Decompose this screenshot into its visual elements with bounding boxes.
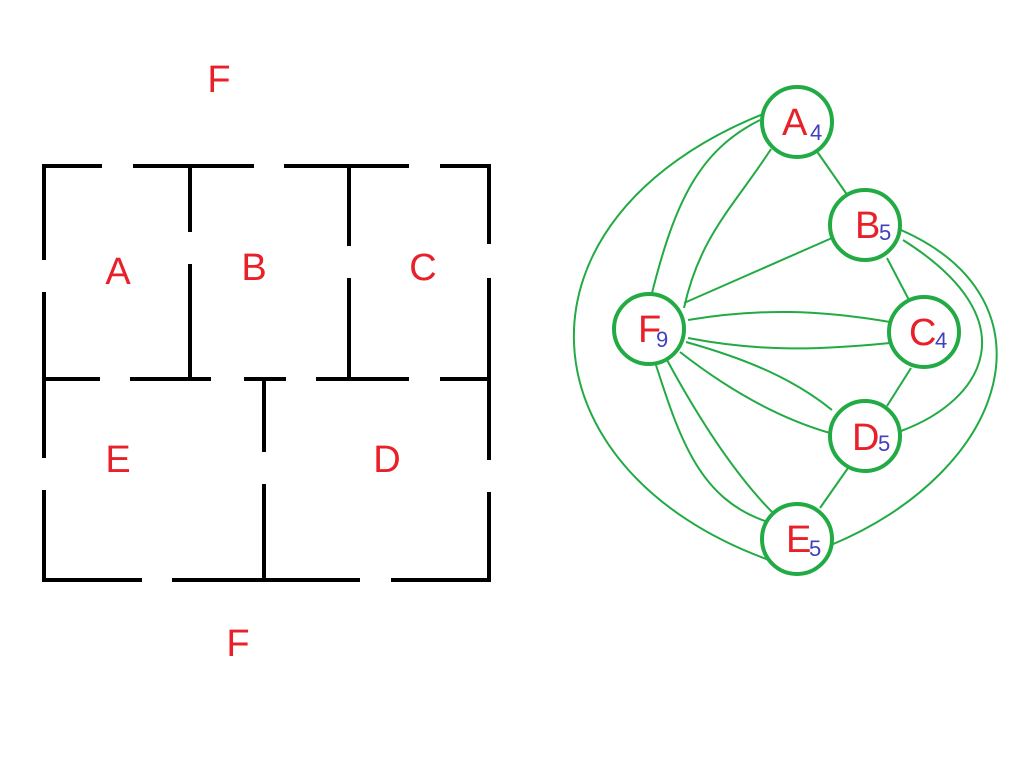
node-e-circle bbox=[760, 502, 834, 576]
node-e-degree: 5 bbox=[809, 536, 821, 561]
node-f-degree: 9 bbox=[656, 327, 668, 352]
node-b-degree: 5 bbox=[879, 220, 891, 245]
room-c-label: C bbox=[409, 247, 436, 289]
edge-e-f-2 bbox=[654, 361, 769, 523]
node-a: A 4 bbox=[760, 85, 834, 159]
node-e: E 5 bbox=[760, 502, 834, 576]
node-b-letter: B bbox=[855, 205, 880, 247]
edge-b-e bbox=[830, 229, 998, 546]
room-b-label: B bbox=[241, 247, 266, 289]
node-c-letter: C bbox=[909, 312, 936, 354]
node-d: D 5 bbox=[828, 399, 902, 473]
node-a-degree: 4 bbox=[810, 120, 822, 145]
node-f-letter: F bbox=[638, 309, 661, 351]
node-c-degree: 4 bbox=[935, 328, 947, 353]
edge-e-f-1 bbox=[666, 359, 775, 515]
node-f: F 9 bbox=[612, 292, 686, 366]
outside-label-top: F bbox=[207, 59, 230, 101]
floor-plan: F A B C D E F bbox=[42, 59, 491, 665]
graph: A 4 B 5 C 4 D 5 E 5 F 9 bbox=[572, 85, 998, 576]
edge-d-f-1 bbox=[685, 341, 833, 411]
edge-b-f bbox=[683, 237, 833, 304]
edge-c-d bbox=[886, 367, 912, 407]
edge-d-f-2 bbox=[679, 351, 831, 434]
outside-label-bottom: F bbox=[226, 623, 249, 665]
edge-a-b bbox=[815, 149, 849, 197]
edge-c-f-1 bbox=[687, 310, 891, 323]
edge-b-c bbox=[886, 257, 910, 301]
node-a-letter: A bbox=[782, 102, 808, 144]
node-a-circle bbox=[760, 85, 834, 159]
node-b-circle bbox=[828, 188, 902, 262]
node-c-circle bbox=[887, 295, 961, 369]
edge-a-f-2 bbox=[650, 119, 761, 298]
edge-c-f-2 bbox=[687, 337, 891, 350]
edge-a-f-1 bbox=[683, 148, 772, 309]
node-d-degree: 5 bbox=[878, 431, 890, 456]
node-d-circle bbox=[828, 399, 902, 473]
node-c: C 4 bbox=[887, 295, 961, 369]
edge-d-e bbox=[819, 467, 849, 509]
room-e-label: E bbox=[105, 439, 130, 481]
graph-edges bbox=[572, 113, 998, 561]
node-b: B 5 bbox=[828, 188, 902, 262]
node-e-letter: E bbox=[786, 519, 811, 561]
node-d-letter: D bbox=[852, 417, 879, 459]
room-d-label: D bbox=[373, 439, 400, 481]
node-f-circle bbox=[612, 292, 686, 366]
room-a-label: A bbox=[105, 251, 131, 293]
edge-a-e bbox=[572, 113, 770, 561]
edge-b-d bbox=[900, 239, 983, 432]
